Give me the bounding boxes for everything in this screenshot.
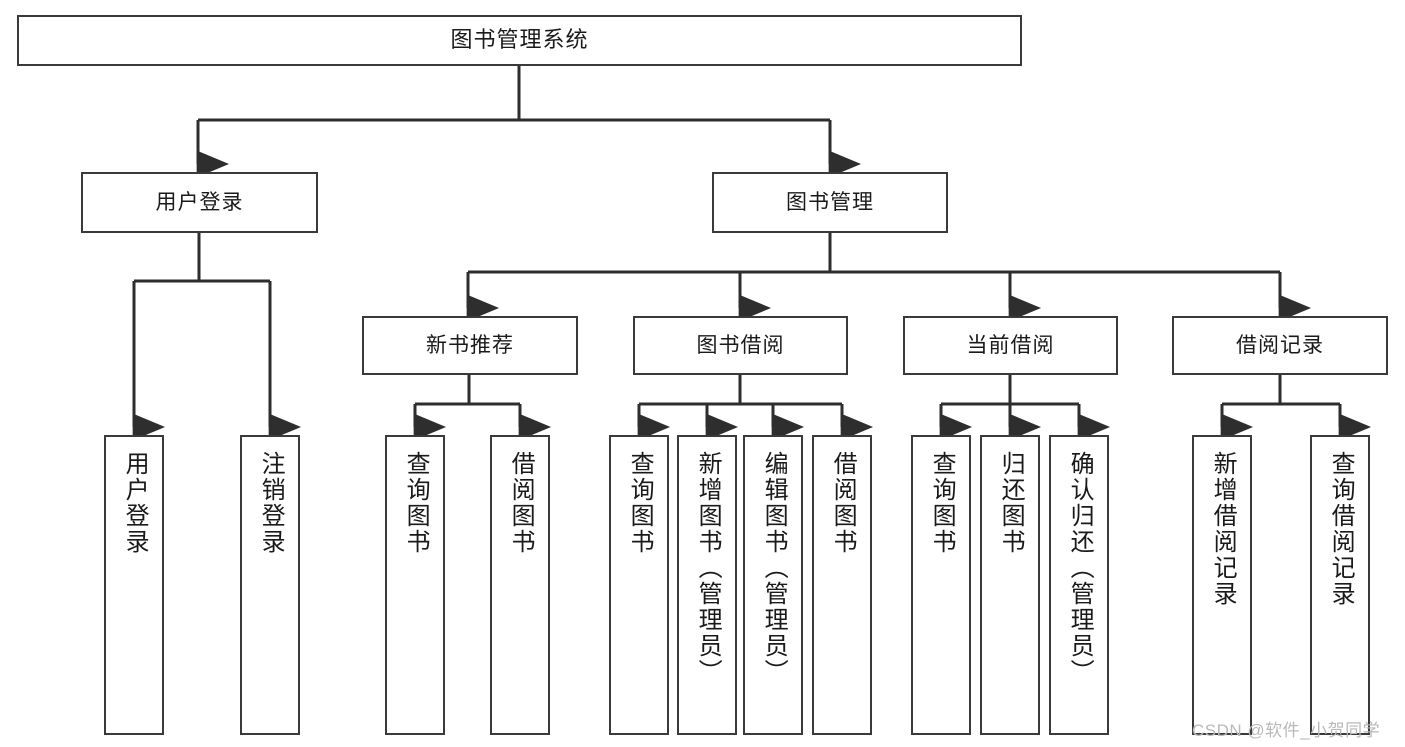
leaf-return-book[interactable]: 归还图书 — [980, 435, 1040, 735]
leaf-query-record-label: 查询借阅记录 — [1327, 451, 1355, 607]
leaf-confirm-return-label: 确认归还（管理员） — [1066, 451, 1094, 685]
leaf-user-login[interactable]: 用户登录 — [104, 435, 164, 735]
leaf-user-login-label: 用户登录 — [121, 451, 149, 555]
node-user-login-label: 用户登录 — [155, 190, 244, 214]
leaf-confirm-return[interactable]: 确认归还（管理员） — [1049, 435, 1109, 735]
leaf-query-book-2-label: 查询图书 — [626, 451, 654, 555]
node-current-borrow-label: 当前借阅 — [966, 333, 1055, 357]
leaf-edit-book[interactable]: 编辑图书（管理员） — [743, 435, 803, 735]
leaf-add-record-label: 新增借阅记录 — [1209, 451, 1237, 607]
leaf-query-book-1[interactable]: 查询图书 — [385, 435, 445, 735]
node-book-borrow[interactable]: 图书借阅 — [633, 316, 848, 375]
node-new-book-recommend[interactable]: 新书推荐 — [362, 316, 578, 375]
node-borrow-record-label: 借阅记录 — [1236, 333, 1324, 357]
node-book-borrow-label: 图书借阅 — [696, 333, 785, 357]
leaf-query-book-1-label: 查询图书 — [402, 451, 430, 555]
node-root[interactable]: 图书管理系统 — [17, 15, 1022, 66]
node-user-login[interactable]: 用户登录 — [81, 172, 318, 233]
leaf-query-record[interactable]: 查询借阅记录 — [1310, 435, 1370, 735]
leaf-borrow-book-1[interactable]: 借阅图书 — [490, 435, 550, 735]
leaf-query-book-2[interactable]: 查询图书 — [609, 435, 669, 735]
leaf-borrow-book-2-label: 借阅图书 — [829, 451, 857, 555]
leaf-query-book-3-label: 查询图书 — [928, 451, 956, 555]
leaf-borrow-book-1-label: 借阅图书 — [507, 451, 535, 555]
node-current-borrow[interactable]: 当前借阅 — [903, 316, 1118, 375]
leaf-edit-book-label: 编辑图书（管理员） — [760, 451, 788, 685]
leaf-borrow-book-2[interactable]: 借阅图书 — [812, 435, 872, 735]
node-book-manage[interactable]: 图书管理 — [712, 172, 948, 233]
leaf-add-record[interactable]: 新增借阅记录 — [1192, 435, 1252, 735]
leaf-query-book-3[interactable]: 查询图书 — [911, 435, 971, 735]
node-borrow-record[interactable]: 借阅记录 — [1172, 316, 1388, 375]
leaf-return-book-label: 归还图书 — [997, 451, 1025, 555]
node-book-manage-label: 图书管理 — [786, 190, 874, 214]
leaf-add-book[interactable]: 新增图书（管理员） — [677, 435, 737, 735]
node-root-label: 图书管理系统 — [450, 27, 589, 53]
leaf-logout-login-label: 注销登录 — [257, 451, 285, 555]
node-new-book-recommend-label: 新书推荐 — [426, 333, 514, 357]
leaf-logout-login[interactable]: 注销登录 — [240, 435, 300, 735]
leaf-add-book-label: 新增图书（管理员） — [694, 451, 722, 685]
